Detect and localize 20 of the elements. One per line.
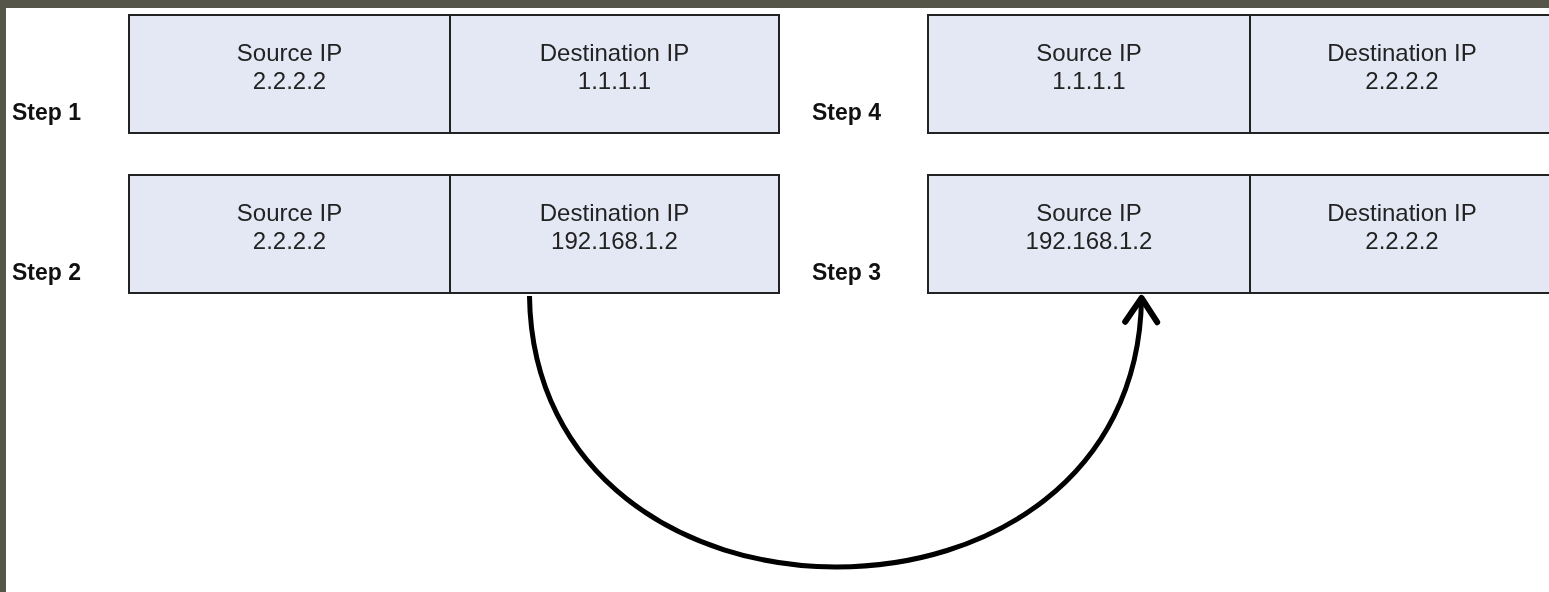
step-label: Step 1 <box>12 99 83 127</box>
field-value: 192.168.1.2 <box>1025 227 1153 255</box>
step-label: Step 3 <box>812 259 883 287</box>
field-value: 2.2.2.2 <box>1365 227 1439 255</box>
field-value: 1.1.1.1 <box>1052 67 1126 95</box>
field-name: Source IP <box>1036 39 1142 67</box>
field-name: Source IP <box>236 39 343 67</box>
step-label: Step 4 <box>812 99 883 127</box>
field-name: Destination IP <box>1327 199 1477 227</box>
field-value: 2.2.2.2 <box>252 67 327 95</box>
field-value: 192.168.1.2 <box>551 227 678 255</box>
field-name: Destination IP <box>539 39 690 67</box>
field-name: Destination IP <box>539 199 690 227</box>
field-name: Source IP <box>236 199 343 227</box>
step-label: Step 2 <box>12 259 83 287</box>
field-value: 2.2.2.2 <box>252 227 327 255</box>
field-value: 2.2.2.2 <box>1365 67 1439 95</box>
field-name: Source IP <box>1036 199 1142 227</box>
field-name: Destination IP <box>1327 39 1477 67</box>
field-value: 1.1.1.1 <box>577 67 652 95</box>
